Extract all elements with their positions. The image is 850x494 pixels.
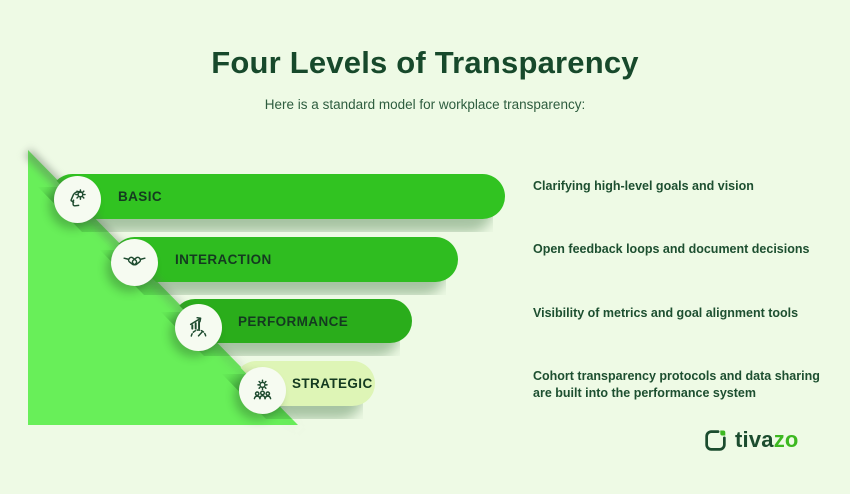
level-description-strategic: Cohort transparency protocols and data s…: [533, 369, 820, 400]
level-description-performance: Visibility of metrics and goal alignment…: [533, 306, 799, 320]
level-label: STRATEGIC: [292, 376, 373, 391]
level-bar-basic: BASIC: [50, 174, 505, 219]
page-subtitle: Here is a standard model for workplace t…: [264, 97, 586, 112]
level-label: PERFORMANCE: [238, 313, 349, 329]
page-title: Four Levels of Transparency: [211, 45, 639, 80]
brand-name-prefix: tiva: [735, 427, 774, 452]
brand-logo: tivazo: [703, 427, 799, 453]
level-bar-interaction: INTERACTION: [112, 237, 458, 282]
mind-idea-icon: [54, 176, 101, 223]
performance-gauge-icon: [175, 304, 222, 351]
level-description-interaction: Open feedback loops and document decisio…: [533, 242, 810, 256]
level-description-basic: Clarifying high-level goals and vision: [533, 179, 754, 193]
team-gear-icon: [239, 367, 286, 414]
brand-name-suffix: zo: [773, 427, 799, 452]
brand-name: tivazo: [735, 427, 799, 453]
level-label: BASIC: [118, 189, 163, 204]
logo-mark-icon: [703, 428, 728, 453]
level-label: INTERACTION: [175, 252, 272, 267]
handshake-icon: [111, 239, 158, 286]
